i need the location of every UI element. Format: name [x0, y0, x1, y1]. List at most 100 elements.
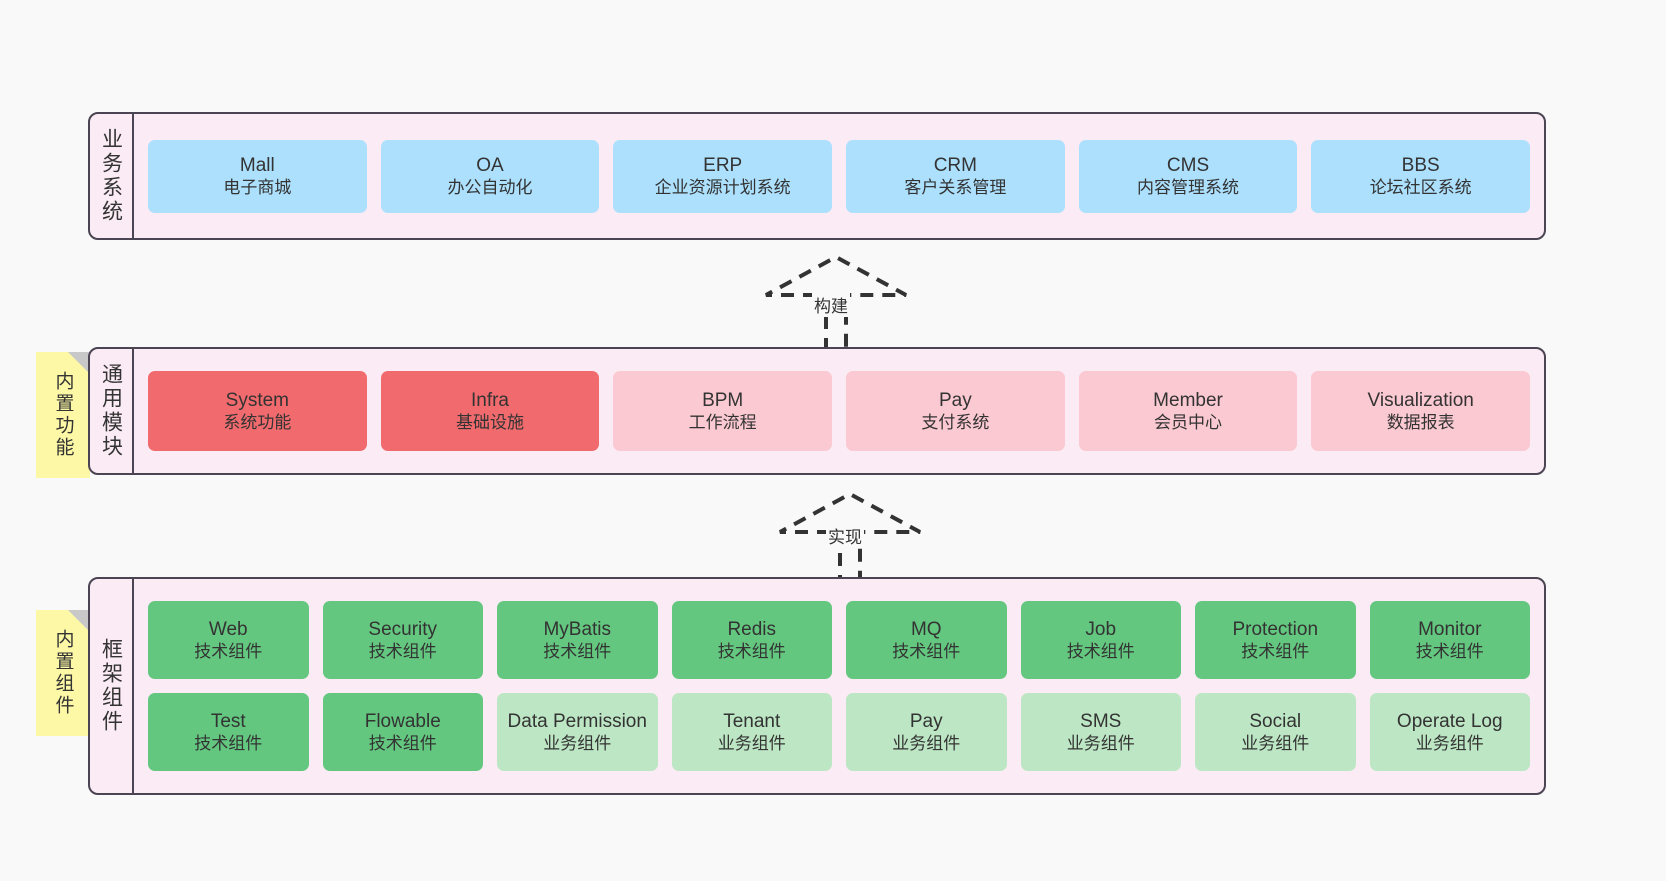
card-job-name: Job [1085, 618, 1117, 640]
card-pay-module-desc: 支付系统 [921, 413, 990, 433]
card-mq-desc: 技术组件 [892, 642, 961, 662]
card-operate-log[interactable]: Operate Log 业务组件 [1369, 693, 1530, 771]
layer-business-system-row: Mall 电子商城 OA 办公自动化 ERP 企业资源计划系统 CRM 客户关系… [148, 139, 1531, 213]
connector-realize-label: 实现 [826, 523, 864, 548]
layer-framework-components-row-business: Test 技术组件 Flowable 技术组件 Data Permission … [148, 693, 1530, 771]
card-infra-desc: 基础设施 [456, 413, 524, 433]
card-pay-module[interactable]: Pay 支付系统 [846, 371, 1065, 451]
card-cms-desc: 内容管理系统 [1137, 178, 1240, 198]
card-bbs[interactable]: BBS 论坛社区系统 [1311, 139, 1531, 213]
card-cms[interactable]: CMS 内容管理系统 [1078, 139, 1298, 213]
card-redis-name: Redis [727, 618, 777, 640]
layer-business-system-label-text: 业务系统 [99, 128, 123, 224]
card-social[interactable]: Social 业务组件 [1195, 693, 1356, 771]
card-monitor-desc: 技术组件 [1415, 642, 1484, 662]
card-pay-module-name: Pay [938, 389, 972, 411]
note-fold-corner-icon [68, 352, 90, 374]
card-social-name: Social [1249, 710, 1302, 732]
layer-framework-components: 框架组件 Web 技术组件 Security 技术组件 MyBatis 技术组件… [88, 577, 1546, 795]
connector-build-label: 构建 [812, 292, 850, 317]
card-mybatis-name: MyBatis [543, 618, 612, 640]
card-crm-name: CRM [933, 154, 977, 176]
card-job[interactable]: Job 技术组件 [1020, 601, 1181, 679]
card-protection-desc: 技术组件 [1241, 642, 1310, 662]
layer-framework-components-label: 框架组件 [90, 579, 134, 793]
card-test[interactable]: Test 技术组件 [148, 693, 309, 771]
card-data-permission[interactable]: Data Permission 业务组件 [497, 693, 658, 771]
card-cms-name: CMS [1166, 154, 1210, 176]
layer-common-modules-label: 通用模块 [90, 349, 134, 473]
note-builtin-functions-text: 内置功能 [52, 371, 74, 459]
card-tenant[interactable]: Tenant 业务组件 [671, 693, 832, 771]
card-bpm-desc: 工作流程 [688, 413, 757, 433]
card-security-desc: 技术组件 [368, 642, 437, 662]
card-flowable[interactable]: Flowable 技术组件 [322, 693, 483, 771]
card-flowable-desc: 技术组件 [368, 734, 437, 754]
card-operate-log-name: Operate Log [1396, 710, 1503, 732]
note-builtin-components-text: 内置组件 [52, 629, 74, 717]
card-data-permission-desc: 业务组件 [543, 734, 612, 754]
card-test-desc: 技术组件 [194, 734, 263, 754]
card-mq-name: MQ [910, 618, 942, 640]
card-pay-component[interactable]: Pay 业务组件 [846, 693, 1007, 771]
card-mall-desc: 电子商城 [223, 178, 292, 198]
card-sms-desc: 业务组件 [1066, 734, 1135, 754]
card-monitor-name: Monitor [1418, 618, 1482, 640]
card-test-name: Test [210, 710, 246, 732]
card-infra-name: Infra [470, 389, 510, 411]
card-web-name: Web [208, 618, 248, 640]
card-system[interactable]: System 系统功能 [148, 371, 367, 451]
layer-framework-components-label-text: 框架组件 [99, 638, 123, 734]
card-crm-desc: 客户关系管理 [904, 178, 1007, 198]
card-visualization[interactable]: Visualization 数据报表 [1311, 371, 1531, 451]
card-monitor[interactable]: Monitor 技术组件 [1369, 601, 1530, 679]
card-web[interactable]: Web 技术组件 [148, 601, 309, 679]
card-member[interactable]: Member 会员中心 [1078, 371, 1298, 451]
card-mybatis-desc: 技术组件 [543, 642, 612, 662]
layer-framework-components-row-tech: Web 技术组件 Security 技术组件 MyBatis 技术组件 Redi… [148, 601, 1530, 679]
card-erp[interactable]: ERP 企业资源计划系统 [613, 139, 833, 213]
card-protection-name: Protection [1232, 618, 1319, 640]
card-mall-name: Mall [239, 154, 275, 176]
card-mall[interactable]: Mall 电子商城 [148, 139, 367, 213]
layer-common-modules-body: System 系统功能 Infra 基础设施 BPM 工作流程 Pay 支付系统… [134, 349, 1544, 473]
layer-business-system: 业务系统 Mall 电子商城 OA 办公自动化 ERP 企业资源计划系统 CRM [88, 112, 1546, 240]
card-crm[interactable]: CRM 客户关系管理 [846, 139, 1065, 213]
card-oa-desc: 办公自动化 [447, 178, 533, 198]
card-data-permission-name: Data Permission [507, 710, 647, 732]
card-visualization-desc: 数据报表 [1386, 413, 1455, 433]
card-erp-name: ERP [703, 154, 743, 176]
card-mybatis[interactable]: MyBatis 技术组件 [497, 601, 658, 679]
card-redis[interactable]: Redis 技术组件 [671, 601, 832, 679]
card-protection[interactable]: Protection 技术组件 [1195, 601, 1356, 679]
note-builtin-components: 内置组件 [36, 610, 90, 736]
card-job-desc: 技术组件 [1066, 642, 1135, 662]
card-erp-desc: 企业资源计划系统 [654, 178, 791, 198]
card-sms-name: SMS [1080, 710, 1122, 732]
card-security[interactable]: Security 技术组件 [322, 601, 483, 679]
note-fold-corner-icon [68, 610, 90, 632]
card-operate-log-desc: 业务组件 [1415, 734, 1484, 754]
card-security-name: Security [368, 618, 438, 640]
card-tenant-desc: 业务组件 [717, 734, 786, 754]
card-oa[interactable]: OA 办公自动化 [380, 139, 600, 213]
card-sms[interactable]: SMS 业务组件 [1020, 693, 1181, 771]
card-system-name: System [225, 389, 290, 411]
card-bbs-name: BBS [1401, 154, 1440, 176]
card-pay-component-name: Pay [909, 710, 943, 732]
layer-framework-components-body: Web 技术组件 Security 技术组件 MyBatis 技术组件 Redi… [134, 579, 1544, 793]
card-bpm-name: BPM [702, 389, 744, 411]
layer-business-system-body: Mall 电子商城 OA 办公自动化 ERP 企业资源计划系统 CRM 客户关系… [134, 114, 1544, 238]
card-infra[interactable]: Infra 基础设施 [380, 371, 600, 451]
layer-common-modules-row: System 系统功能 Infra 基础设施 BPM 工作流程 Pay 支付系统… [148, 371, 1531, 451]
card-oa-name: OA [476, 154, 504, 176]
note-builtin-functions: 内置功能 [36, 352, 90, 478]
layer-common-modules-label-text: 通用模块 [99, 363, 123, 459]
layer-business-system-label: 业务系统 [90, 114, 134, 238]
card-web-desc: 技术组件 [194, 642, 263, 662]
card-tenant-name: Tenant [723, 710, 781, 732]
card-bpm[interactable]: BPM 工作流程 [613, 371, 833, 451]
card-mq[interactable]: MQ 技术组件 [846, 601, 1007, 679]
card-redis-desc: 技术组件 [717, 642, 786, 662]
